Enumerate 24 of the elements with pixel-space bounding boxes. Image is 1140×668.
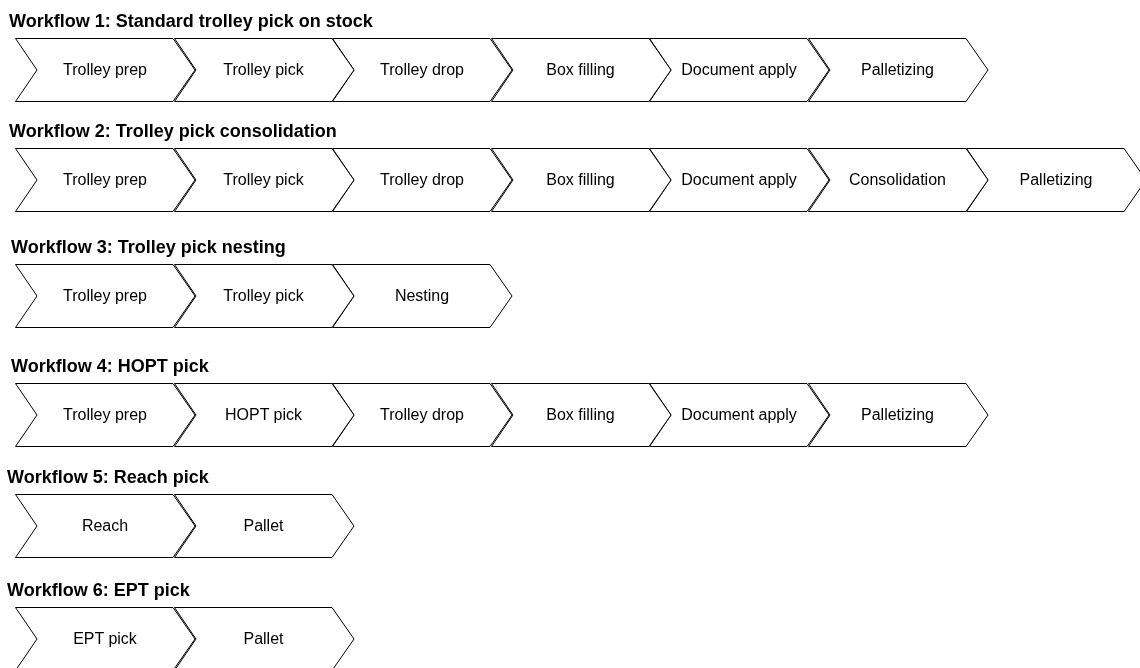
chevron-step: Document apply: [649, 38, 829, 102]
chevron-step: Document apply: [649, 148, 829, 212]
workflow-heading: Workflow 2: Trolley pick consolidation: [9, 120, 337, 142]
workflow-heading: Workflow 3: Trolley pick nesting: [11, 236, 286, 258]
chevron-step: Trolley drop: [332, 383, 512, 447]
chevron-step: Document apply: [649, 383, 829, 447]
chevron-step: Trolley prep: [15, 148, 195, 212]
workflow-heading: Workflow 4: HOPT pick: [11, 355, 209, 377]
chevron-step: Reach: [15, 494, 195, 558]
chevron-step: Pallet: [173, 494, 354, 558]
workflow-heading: Workflow 6: EPT pick: [7, 579, 190, 601]
chevron-step: Pallet: [173, 607, 354, 668]
chevron-step: Trolley prep: [15, 383, 195, 447]
chevron-step: Palletizing: [807, 383, 988, 447]
chevron-step: EPT pick: [15, 607, 195, 668]
chevron-step: Trolley prep: [15, 264, 195, 328]
chevron-step: Trolley drop: [332, 38, 512, 102]
chevron-step: Trolley drop: [332, 148, 512, 212]
workflow-heading: Workflow 5: Reach pick: [7, 466, 209, 488]
workflow-heading: Workflow 1: Standard trolley pick on stock: [9, 10, 373, 32]
chevron-step: Trolley prep: [15, 38, 195, 102]
chevron-step: Nesting: [332, 264, 512, 328]
chevron-step: Palletizing: [966, 148, 1140, 212]
chevron-step: Palletizing: [807, 38, 988, 102]
